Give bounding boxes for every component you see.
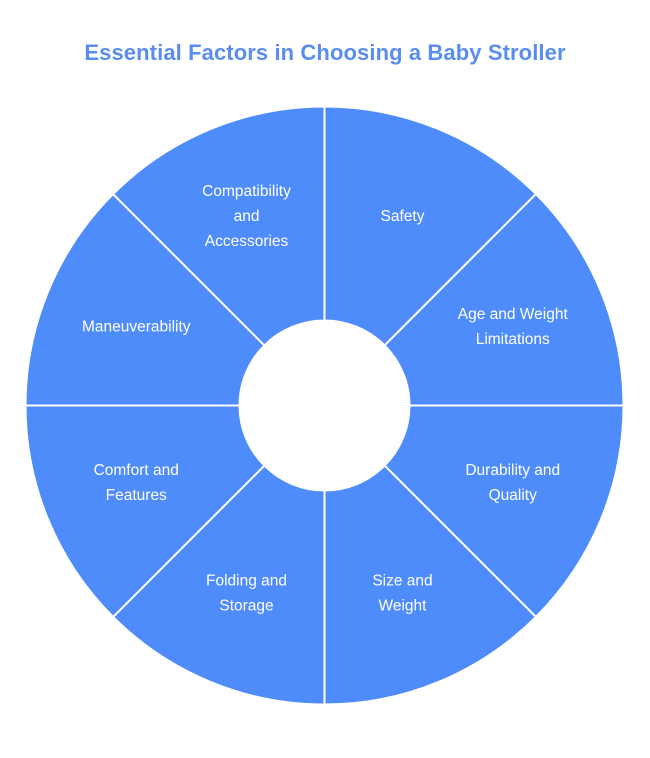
donut-slice[interactable] [323,464,538,706]
donut-slice-label-line: Folding and [206,572,287,589]
donut-slice[interactable] [383,404,625,619]
donut-slice-label-line: Storage [219,597,273,614]
donut-slice[interactable] [111,105,326,347]
donut-slice-label-line: Weight [378,597,427,614]
donut-slice-label-line: Age and Weight [458,306,569,323]
donut-slice-label-line: Maneuverability [82,319,191,336]
donut-slice-label-line: and [234,208,260,225]
donut-slice[interactable] [111,464,326,706]
donut-slice[interactable] [24,404,266,619]
donut-slice-label: Maneuverability [82,319,191,336]
donut-slice-label-line: Accessories [205,233,289,250]
donut-slice-label-line: Limitations [476,331,550,348]
donut-slice[interactable] [24,192,266,407]
donut-slice[interactable] [383,192,625,407]
donut-slice-label: Safety [381,208,425,225]
donut-slice-label-line: Durability and [465,462,560,479]
chart-title: Essential Factors in Choosing a Baby Str… [84,40,566,65]
donut-slice-label-line: Safety [381,208,425,225]
donut-slice-label-line: Size and [372,572,432,589]
donut-slice-label-line: Comfort and [94,462,179,479]
donut-slice-label-line: Compatibility [202,183,291,200]
donut-center-hole [240,321,409,490]
donut-slices-group [24,105,625,706]
donut-slice-label-line: Features [106,487,167,504]
donut-slice-label-line: Quality [489,487,537,504]
donut-slice[interactable] [323,105,538,347]
